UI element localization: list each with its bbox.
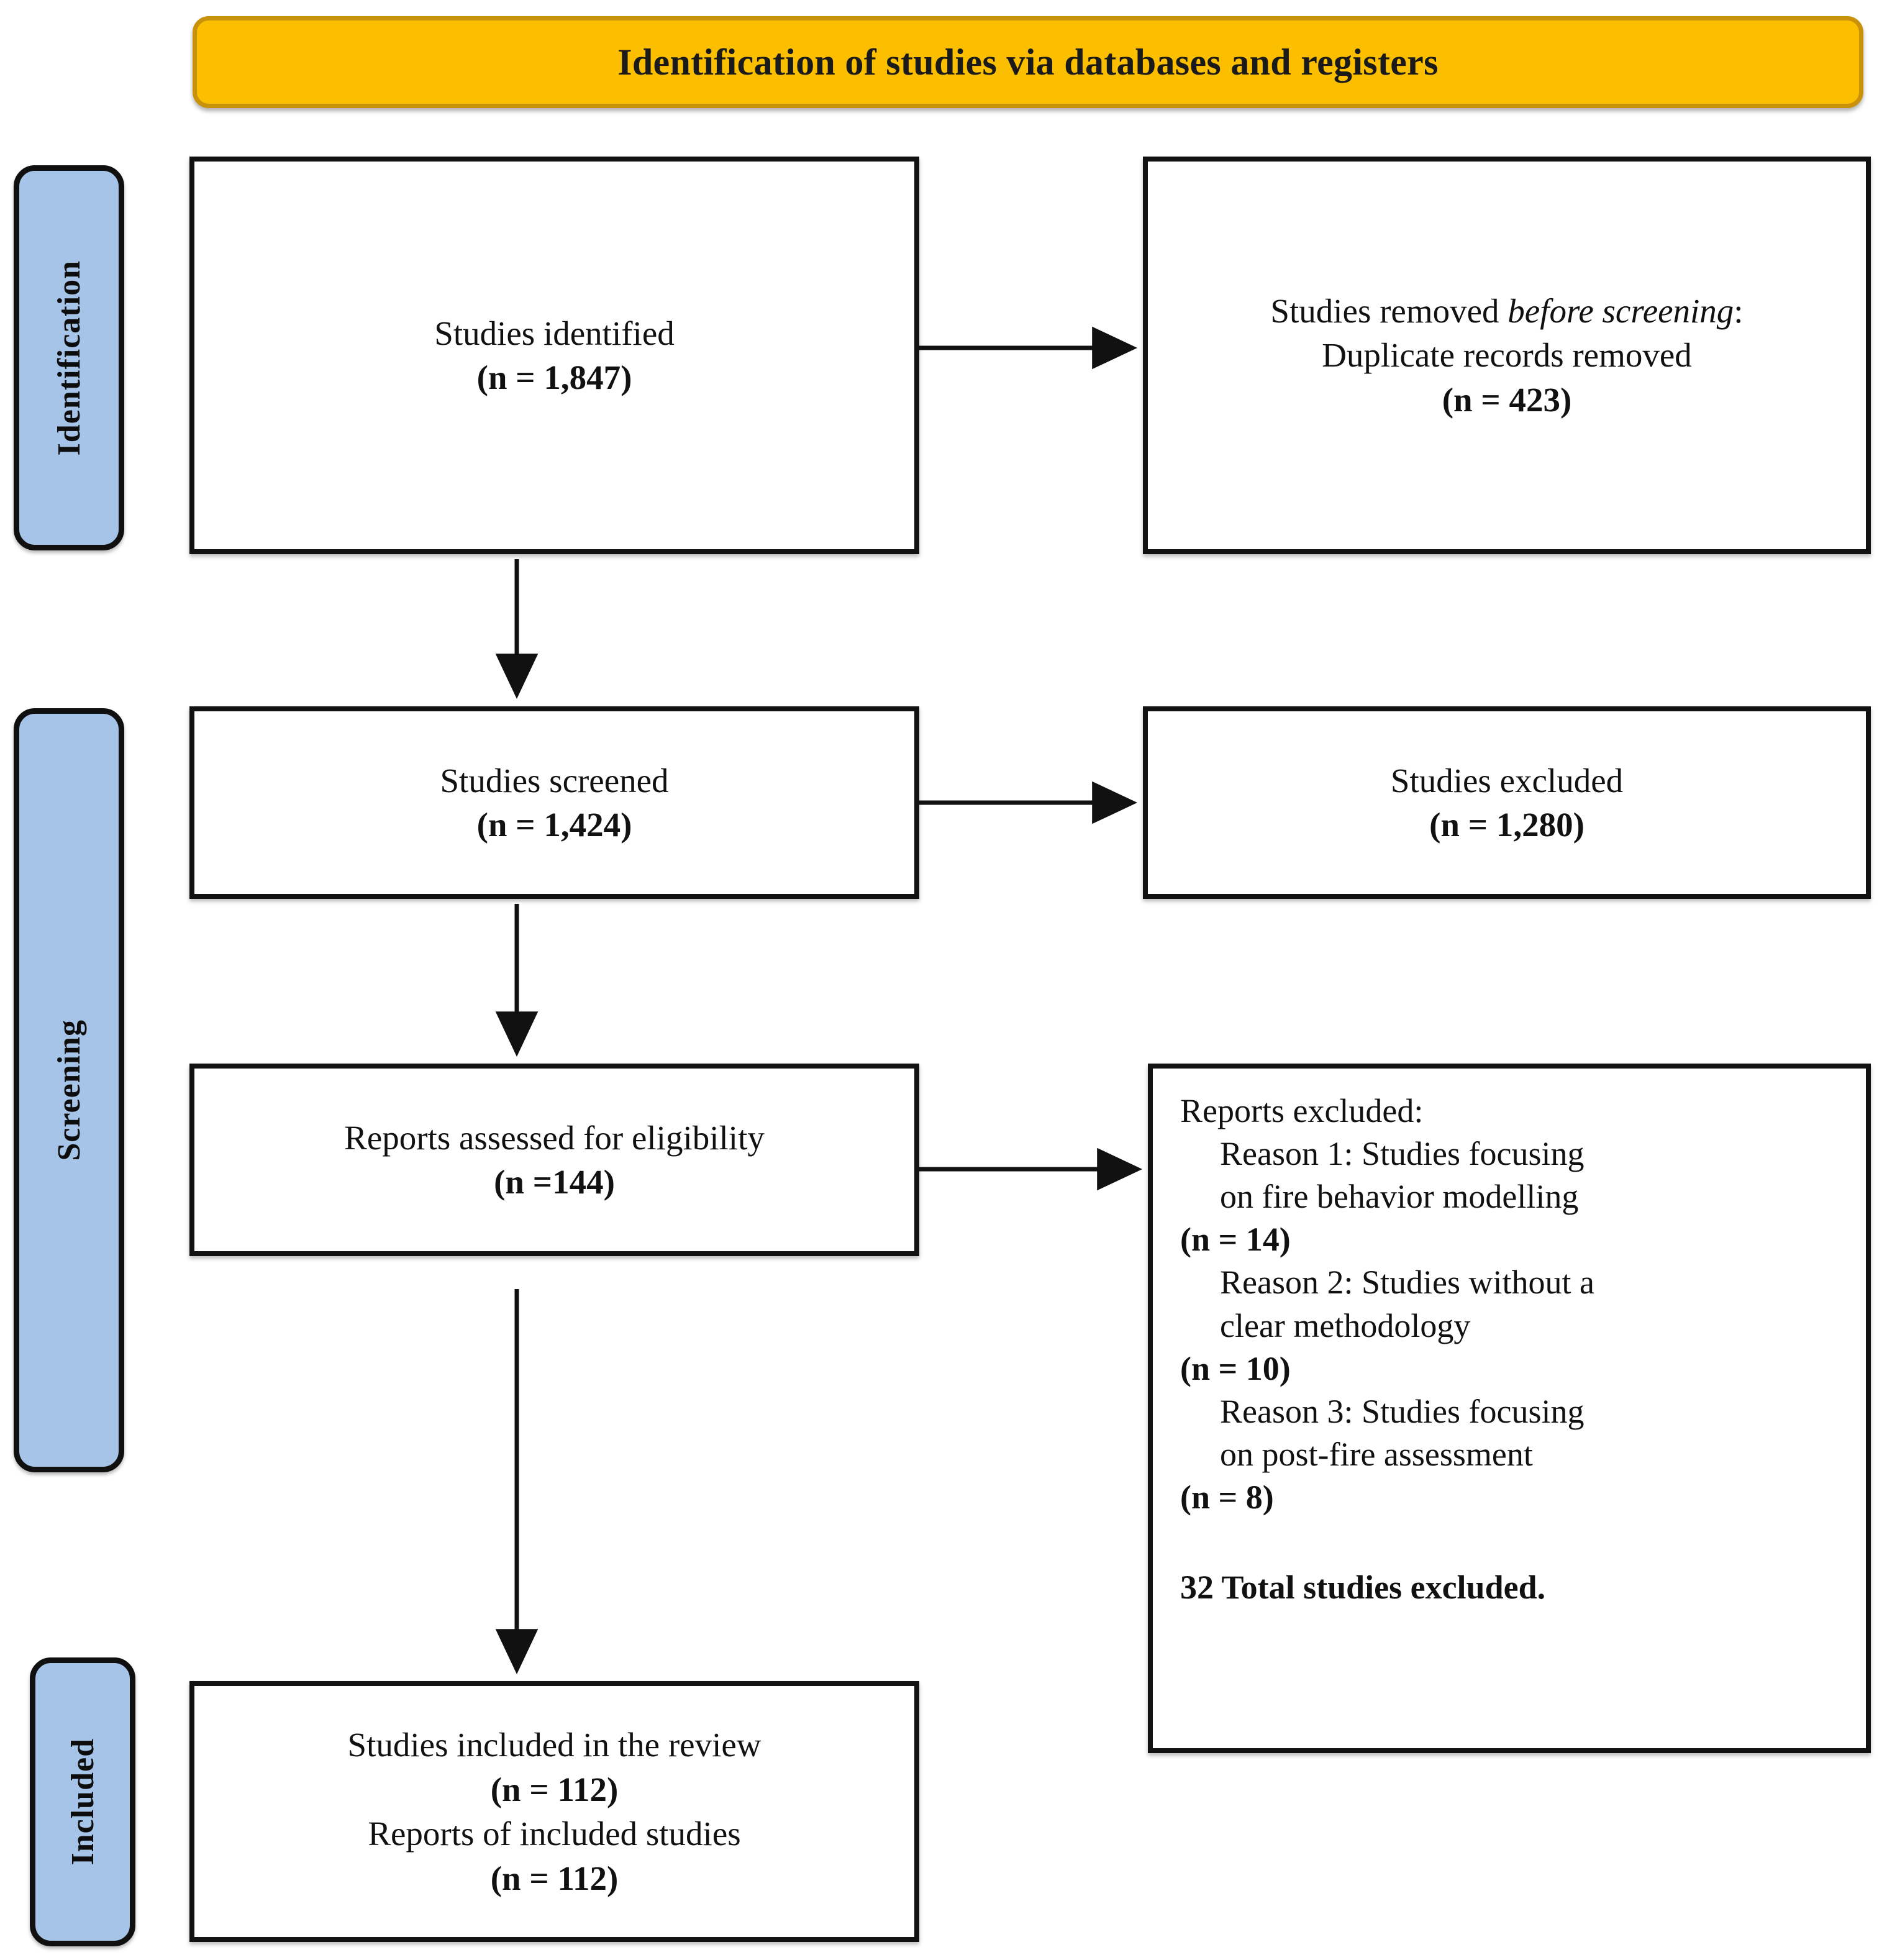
duplicate-records-removed-count: (n = 423)	[1442, 380, 1572, 419]
box-reports-excluded: Reports excluded: Reason 1: Studies focu…	[1148, 1064, 1871, 1753]
reason-2-line-1: Reason 2: Studies without a	[1220, 1264, 1594, 1301]
reason-1-line-1: Reason 1: Studies focusing	[1220, 1135, 1585, 1173]
reports-excluded-heading: Reports excluded:	[1180, 1092, 1424, 1129]
box-studies-excluded: Studies excluded (n = 1,280)	[1143, 706, 1871, 899]
studies-removed-suffix: :	[1734, 291, 1744, 330]
reason-1-line-2: on fire behavior modelling	[1220, 1178, 1579, 1216]
stage-label-identification: Identification	[14, 165, 124, 550]
diagram-title: Identification of studies via databases …	[617, 42, 1439, 83]
studies-excluded-count: (n = 1,280)	[1429, 806, 1585, 844]
studies-identified-label: Studies identified	[434, 314, 675, 352]
reports-assessed-label: Reports assessed for eligibility	[344, 1118, 765, 1157]
studies-removed-prefix: Studies removed	[1270, 291, 1508, 330]
reason-2-count: (n = 10)	[1180, 1349, 1291, 1387]
reason-3-count: (n = 8)	[1180, 1478, 1274, 1516]
reports-of-included-studies-count: (n = 112)	[490, 1859, 619, 1897]
stage-label-included: Included	[30, 1657, 135, 1946]
box-studies-identified: Studies identified (n = 1,847)	[189, 157, 919, 554]
studies-removed-label: Studies removed before screening:	[1270, 289, 1743, 334]
box-reports-assessed-for-eligibility: Reports assessed for eligibility (n =144…	[189, 1064, 919, 1256]
reason-1-count: (n = 14)	[1180, 1221, 1291, 1259]
studies-screened-label: Studies screened	[440, 761, 669, 800]
reason-2-line-2: clear methodology	[1220, 1306, 1471, 1344]
stage-label-screening: Screening	[14, 708, 124, 1472]
studies-included-count: (n = 112)	[490, 1770, 619, 1808]
duplicate-records-removed-label: Duplicate records removed	[1322, 336, 1692, 375]
reason-3-line-2: on post-fire assessment	[1220, 1435, 1533, 1473]
studies-identified-count: (n = 1,847)	[476, 358, 632, 396]
reports-of-included-studies-label: Reports of included studies	[368, 1815, 741, 1853]
reports-assessed-count: (n =144)	[494, 1163, 615, 1201]
diagram-header-banner: Identification of studies via databases …	[193, 16, 1863, 108]
box-studies-screened: Studies screened (n = 1,424)	[189, 706, 919, 899]
studies-excluded-label: Studies excluded	[1390, 761, 1624, 800]
stage-label-identification-text: Identification	[51, 260, 87, 456]
reason-3-line-1: Reason 3: Studies focusing	[1220, 1392, 1585, 1430]
stage-label-included-text: Included	[65, 1738, 101, 1866]
stage-label-screening-text: Screening	[51, 1019, 87, 1161]
box-studies-removed-before-screening: Studies removed before screening: Duplic…	[1143, 157, 1871, 554]
studies-removed-italic: before screening	[1507, 291, 1734, 330]
studies-included-label: Studies included in the review	[347, 1726, 762, 1764]
total-studies-excluded: 32 Total studies excluded.	[1180, 1569, 1546, 1607]
studies-screened-count: (n = 1,424)	[476, 806, 632, 844]
box-studies-included-in-review: Studies included in the review (n = 112)…	[189, 1681, 919, 1942]
